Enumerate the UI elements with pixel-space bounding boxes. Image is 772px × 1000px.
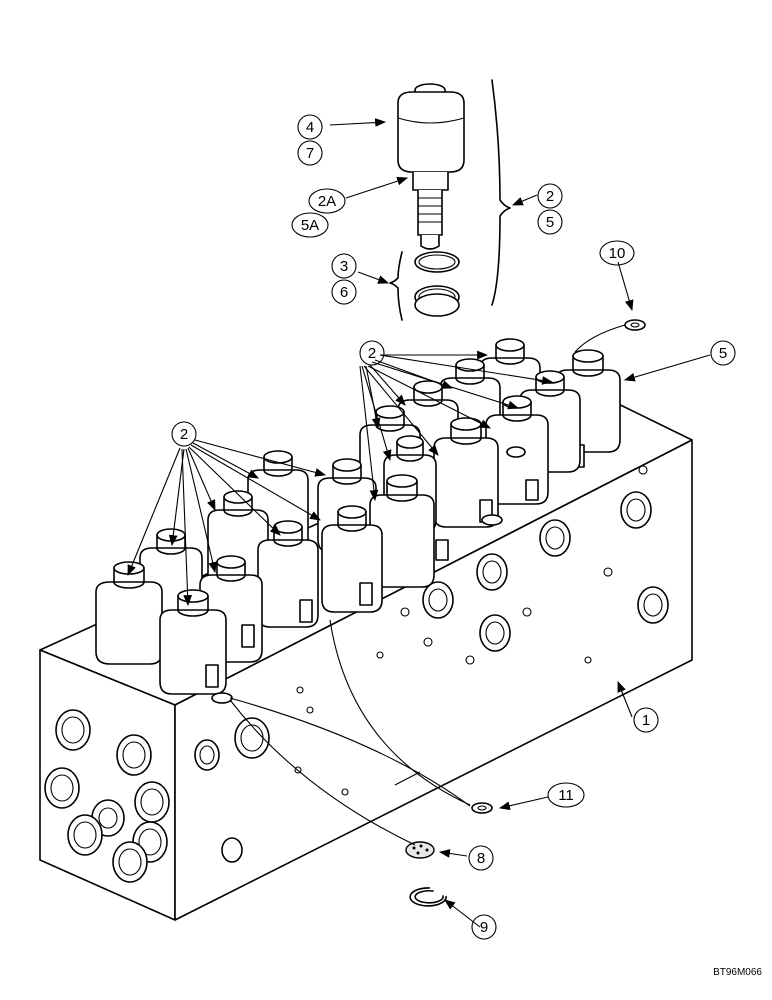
svg-text:5: 5 — [546, 214, 554, 231]
svg-text:2: 2 — [180, 426, 188, 443]
callout-5-side: 5 — [710, 340, 736, 366]
coil — [321, 505, 383, 613]
callout-3: 3 — [331, 253, 357, 279]
callout-6: 6 — [331, 279, 357, 305]
callout-9: 9 — [471, 914, 497, 940]
small-parts — [229, 319, 646, 907]
callout-11: 11 — [547, 782, 585, 808]
figure-code: BT96M066 — [713, 967, 762, 978]
svg-text:11: 11 — [558, 787, 574, 804]
svg-text:5: 5 — [719, 345, 727, 362]
coil — [369, 474, 449, 588]
callout-4: 4 — [297, 114, 323, 140]
svg-text:3: 3 — [340, 258, 348, 275]
callout-1: 1 — [633, 707, 659, 733]
svg-text:10: 10 — [609, 245, 626, 262]
callout-5A: 5A — [291, 212, 329, 238]
svg-text:7: 7 — [306, 145, 314, 162]
callout-2-lower: 2 — [171, 421, 197, 447]
svg-text:8: 8 — [477, 850, 485, 867]
svg-text:2: 2 — [546, 188, 554, 205]
callout-2-upper: 2 — [359, 340, 385, 366]
callout-2-top: 2 — [537, 183, 563, 209]
svg-text:2: 2 — [368, 345, 376, 362]
svg-text:9: 9 — [480, 919, 488, 936]
svg-text:2A: 2A — [318, 193, 336, 210]
svg-text:6: 6 — [340, 284, 348, 301]
svg-text:5A: 5A — [301, 217, 319, 234]
callout-7: 7 — [297, 140, 323, 166]
callout-10: 10 — [599, 240, 635, 266]
callout-2A: 2A — [308, 188, 346, 214]
svg-text:4: 4 — [306, 119, 314, 136]
callout-8: 8 — [468, 845, 494, 871]
callout-5-top: 5 — [537, 209, 563, 235]
side-ports — [194, 465, 669, 863]
cartridge-valve-exploded — [389, 79, 511, 321]
front-ports — [44, 709, 170, 883]
solenoid-coils — [95, 338, 621, 704]
leader-lines — [127, 118, 711, 928]
svg-text:1: 1 — [642, 712, 650, 729]
